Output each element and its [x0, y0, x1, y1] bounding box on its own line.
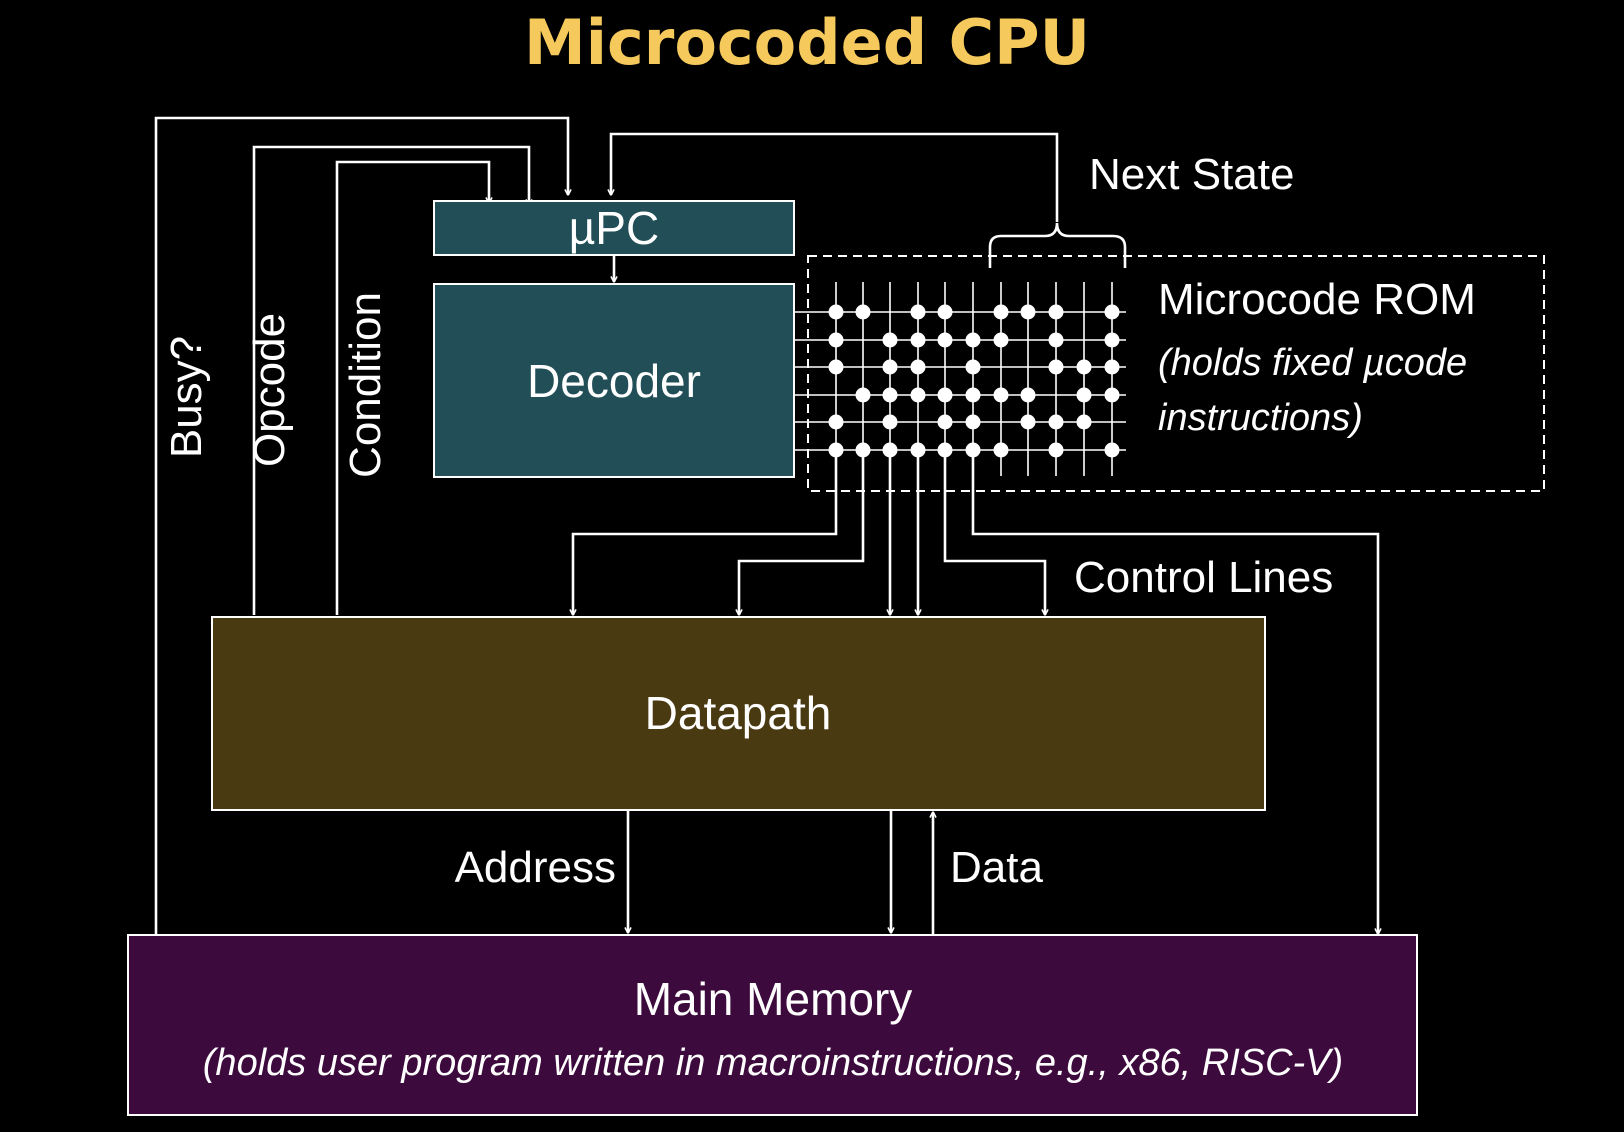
condition-wire: [335, 160, 489, 615]
rom-bit-dot: [965, 414, 981, 430]
control-line-6: [971, 454, 1378, 934]
next-state-brace: [988, 222, 1127, 268]
datapath-box: [211, 616, 1266, 811]
rom-bit-dot: [882, 387, 898, 403]
rom-bit-dot: [828, 359, 844, 375]
rom-bit-dot: [855, 387, 871, 403]
rom-bit-dot: [1104, 387, 1120, 403]
rom-bit-dot: [965, 442, 981, 458]
rom-bit-dot: [1076, 359, 1092, 375]
rom-bit-dot: [937, 414, 953, 430]
main-memory-subtitle: (holds user program written in macroinst…: [203, 1042, 1343, 1084]
rom-bit-dot: [1104, 332, 1120, 348]
control-lines-label: Control Lines: [1074, 553, 1333, 602]
rom-bit-dot: [965, 387, 981, 403]
rom-bit-dot: [993, 304, 1009, 320]
rom-bit-dot: [882, 332, 898, 348]
rom-bit-dot: [828, 332, 844, 348]
next-state-wire: [611, 132, 1059, 222]
rom-bit-dot: [828, 414, 844, 430]
rom-bit-dot: [993, 332, 1009, 348]
rom-bit-dot: [1104, 304, 1120, 320]
rom-bit-dot: [1104, 359, 1120, 375]
control-line-5: [943, 454, 1045, 615]
control-line-wires: [573, 454, 1378, 934]
control-line-2: [739, 454, 865, 615]
address-label: Address: [455, 843, 616, 892]
rom-bit-dot: [937, 387, 953, 403]
rom-bit-dot: [937, 442, 953, 458]
opcode-label: Opcode: [245, 313, 294, 467]
rom-bit-dot: [965, 359, 981, 375]
main-memory-box: [127, 934, 1418, 1116]
rom-bit-dot: [910, 387, 926, 403]
rom-bit-dot: [937, 332, 953, 348]
control-line-1: [573, 454, 838, 615]
rom-bit-dot: [855, 442, 871, 458]
rom-bit-dot: [1076, 414, 1092, 430]
microcode-rom-subtitle-1: (holds fixed µcode: [1158, 342, 1467, 384]
rom-bit-dot: [910, 332, 926, 348]
main-memory-title: Main Memory: [634, 973, 913, 1025]
feedback-wires: [154, 116, 1059, 935]
upc-label: µPC: [569, 202, 659, 254]
busy-label: Busy?: [162, 336, 211, 458]
next-state-label: Next State: [1089, 150, 1294, 199]
rom-bit-dot: [1048, 304, 1064, 320]
rom-bit-dot: [828, 304, 844, 320]
rom-bit-dot: [882, 414, 898, 430]
datapath-label: Datapath: [645, 687, 832, 739]
decoder-label: Decoder: [527, 355, 701, 407]
decoder-box: [433, 283, 795, 478]
rom-bit-dot: [882, 442, 898, 458]
opcode-wire: [252, 145, 529, 615]
rom-bit-dot: [1104, 442, 1120, 458]
rom-bit-dot: [1048, 332, 1064, 348]
rom-bit-dot: [910, 359, 926, 375]
rom-bit-dot: [1076, 387, 1092, 403]
condition-label: Condition: [341, 292, 390, 478]
rom-bit-dot: [910, 442, 926, 458]
busy-wire: [154, 116, 568, 935]
rom-bit-dot: [1020, 304, 1036, 320]
rom-bit-dot: [855, 304, 871, 320]
upc-box: [433, 200, 795, 256]
rom-bit-dot: [993, 387, 1009, 403]
microcode-rom-region: [807, 255, 1545, 492]
rom-grid: [794, 282, 1126, 476]
rom-bit-dot: [882, 359, 898, 375]
rom-bit-dot: [1048, 359, 1064, 375]
microcode-rom-subtitle-2: instructions): [1158, 397, 1363, 439]
rom-bit-dot: [910, 304, 926, 320]
rom-bit-dot: [1020, 414, 1036, 430]
rom-bit-dot: [1048, 442, 1064, 458]
rom-bit-dot: [1020, 387, 1036, 403]
data-label: Data: [950, 843, 1043, 892]
rom-bit-dot: [828, 442, 844, 458]
page-title: Microcoded CPU: [524, 6, 1090, 79]
rom-bit-dot: [1048, 414, 1064, 430]
rom-bit-dot: [937, 304, 953, 320]
microcode-rom-title: Microcode ROM: [1158, 275, 1476, 324]
rom-bit-dot: [993, 442, 1009, 458]
rom-bit-dot: [965, 332, 981, 348]
